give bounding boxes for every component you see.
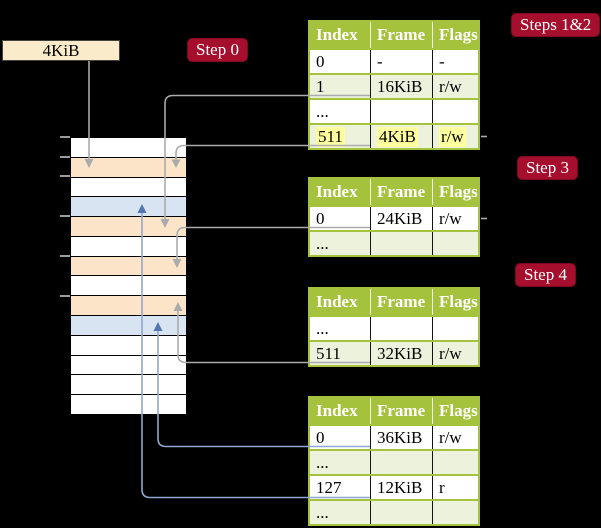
badge-step-3: Step 3 — [517, 156, 578, 180]
memory-row-2 — [71, 176, 186, 197]
cell-flags — [432, 317, 478, 340]
cell-index: ... — [316, 318, 329, 338]
table-row: 127 12KiB r — [310, 474, 478, 499]
cell-index: 0 — [316, 51, 325, 71]
cell-flags: r/w — [432, 207, 478, 230]
table-row: ... — [310, 315, 478, 340]
badge-step-4: Step 4 — [515, 263, 576, 287]
table-row: 0 24KiB r/w — [310, 205, 478, 230]
address-ticks — [60, 136, 70, 297]
cell-frame: 24KiB — [370, 207, 432, 230]
cell-flags-highlight: r/w — [439, 126, 466, 147]
memory-stack — [70, 137, 187, 415]
cell-index: 0 — [316, 208, 325, 228]
table-row: ... — [310, 449, 478, 474]
cell-flags — [432, 451, 478, 474]
cell-index: 511 — [316, 343, 341, 363]
col-header-frame: Frame — [370, 398, 432, 424]
cell-index: ... — [316, 101, 329, 121]
cell-frame — [370, 100, 432, 123]
memory-row-1 — [71, 156, 186, 177]
page-table-steps-1-2: Index Frame Flags 0 - - 1 16KiB r/w ... … — [308, 20, 480, 150]
cell-index-highlight: 511 — [316, 126, 345, 147]
cell-index: ... — [316, 233, 329, 253]
col-header-flags: Flags — [432, 179, 478, 205]
memory-row-5 — [71, 235, 186, 256]
table-header-row: Index Frame Flags — [310, 398, 478, 424]
cell-flags — [432, 232, 478, 255]
memory-row-12 — [71, 374, 186, 395]
table-row: ... — [310, 230, 478, 255]
badge-steps-1-2: Steps 1&2 — [511, 13, 601, 37]
cell-index: 1 — [316, 76, 325, 96]
cell-index: 127 — [316, 477, 342, 497]
cell-frame: - — [370, 50, 432, 73]
cell-frame — [370, 501, 432, 524]
badge-step-0: Step 0 — [187, 38, 248, 62]
table-row: ... — [310, 98, 478, 123]
col-header-index: Index — [316, 25, 358, 44]
col-header-frame: Frame — [370, 179, 432, 205]
table-header-row: Index Frame Flags — [310, 22, 478, 48]
memory-row-6 — [71, 255, 186, 276]
table-row: 0 - - — [310, 48, 478, 73]
page-table-step-4: Index Frame Flags ... 511 32KiB r/w — [308, 287, 480, 367]
page-table-leaf: Index Frame Flags 0 36KiB r/w ... 127 12… — [308, 396, 480, 526]
memory-row-3 — [71, 196, 186, 217]
cell-frame — [370, 317, 432, 340]
table-row-recursive-entry: 511 4KiB r/w — [310, 123, 478, 148]
table-row: 1 16KiB r/w — [310, 73, 478, 98]
cell-index: ... — [316, 502, 329, 522]
table-row: ... — [310, 499, 478, 524]
col-header-flags: Flags — [432, 398, 478, 424]
table-header-row: Index Frame Flags — [310, 289, 478, 315]
cell-index: ... — [316, 452, 329, 472]
memory-row-7 — [71, 275, 186, 296]
cell-frame: 32KiB — [370, 342, 432, 365]
memory-row-0 — [71, 138, 186, 157]
col-header-flags: Flags — [432, 289, 478, 315]
cell-flags: r/w — [432, 342, 478, 365]
memory-row-4 — [71, 216, 186, 236]
cell-frame: 12KiB — [370, 476, 432, 499]
cell-frame: 36KiB — [370, 426, 432, 449]
memory-row-13 — [71, 394, 186, 414]
col-header-flags: Flags — [432, 22, 478, 48]
cell-flags: r — [432, 476, 478, 499]
col-header-index: Index — [316, 292, 358, 311]
col-header-index: Index — [316, 182, 358, 201]
frame-size-box: 4KiB — [2, 40, 120, 61]
frame-size-label: 4KiB — [42, 40, 80, 60]
memory-row-10 — [71, 334, 186, 355]
memory-row-9 — [71, 315, 186, 335]
memory-row-8 — [71, 295, 186, 316]
cell-frame — [370, 451, 432, 474]
table-row: 511 32KiB r/w — [310, 340, 478, 365]
col-header-frame: Frame — [370, 289, 432, 315]
cell-flags: r/w — [432, 75, 478, 98]
cell-flags — [432, 100, 478, 123]
cell-frame: 16KiB — [370, 75, 432, 98]
col-header-frame: Frame — [370, 22, 432, 48]
page-table-step-3: Index Frame Flags 0 24KiB r/w ... — [308, 177, 480, 257]
table-row: 0 36KiB r/w — [310, 424, 478, 449]
table-header-row: Index Frame Flags — [310, 179, 478, 205]
cell-flags — [432, 501, 478, 524]
cell-frame — [370, 232, 432, 255]
cell-flags: - — [432, 50, 478, 73]
cell-frame-highlight: 4KiB — [377, 126, 418, 147]
cell-flags: r/w — [432, 426, 478, 449]
cell-index: 0 — [316, 427, 325, 447]
memory-row-11 — [71, 354, 186, 375]
col-header-index: Index — [316, 401, 358, 420]
